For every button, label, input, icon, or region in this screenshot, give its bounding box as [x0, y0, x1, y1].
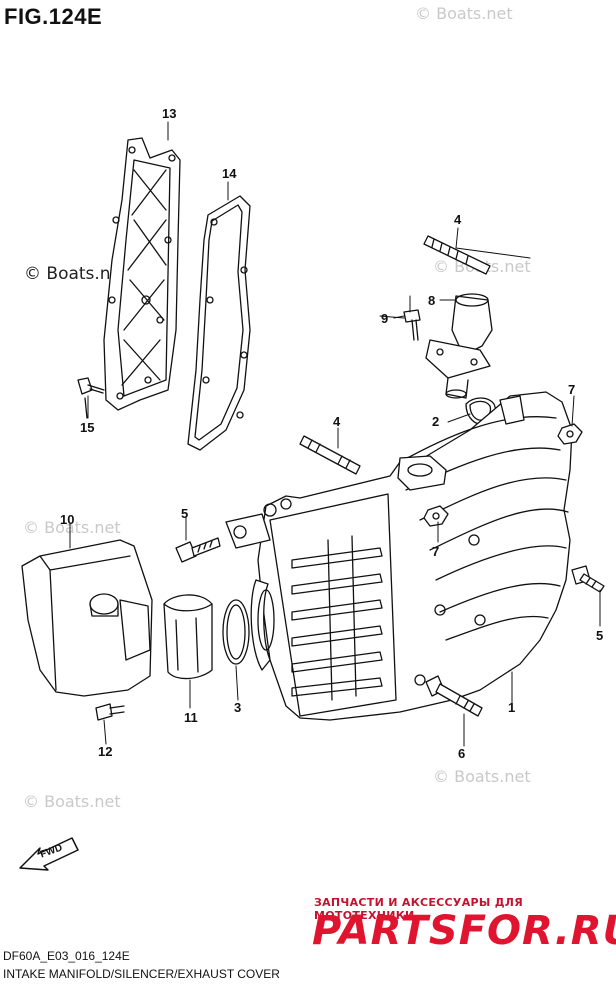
leader-lines: [70, 122, 600, 746]
watermark: © Boats.net: [23, 792, 121, 811]
watermark: © Boats.net: [415, 4, 513, 23]
callout-8: 8: [428, 293, 436, 308]
callout-4-lower: 4: [333, 414, 341, 429]
callout-14: 14: [222, 166, 237, 181]
callout-5-right: 5: [596, 628, 604, 643]
fwd-arrow-icon: [20, 838, 78, 870]
figure-description: INTAKE MANIFOLD/SILENCER/EXHAUST COVER: [3, 967, 280, 981]
nut-7-lower: [424, 506, 448, 526]
shop-tagline: ЗАПЧАСТИ И АКСЕССУАРЫ ДЛЯ МОТОТЕХНИКИ: [314, 896, 524, 922]
watermark-primary: © Boats.net: [24, 264, 128, 284]
callout-11: 11: [184, 710, 198, 725]
watermark: © Boats.net: [433, 767, 531, 786]
gasket-ring-3: [223, 600, 249, 664]
stud-4-lower: [300, 436, 360, 474]
exhaust-cover-gasket: [188, 196, 250, 450]
intake-manifold: [226, 392, 572, 720]
bolt-5-right: [572, 566, 604, 592]
nut-7-upper: [558, 424, 582, 444]
callout-13: 13: [162, 106, 177, 121]
screw-9: [404, 310, 420, 340]
callout-1: 1: [508, 700, 516, 715]
callout-6: 6: [458, 746, 466, 761]
callout-7-lower: 7: [432, 544, 440, 559]
clamp-sleeve-11: [164, 595, 212, 679]
callout-10: 10: [60, 512, 75, 527]
figure-code: DF60A_E03_016_124E: [3, 949, 130, 963]
stud-4-upper: [424, 236, 490, 274]
watermark: © Boats.net: [23, 518, 121, 537]
callout-9: 9: [381, 311, 389, 326]
callout-7-upper: 7: [568, 382, 576, 397]
bolt-6: [426, 676, 482, 716]
callout-2: 2: [432, 414, 440, 429]
callout-4-upper: 4: [454, 212, 462, 227]
bolt-5-left: [176, 538, 220, 562]
bolt-15: [78, 378, 104, 418]
callout-15: 15: [80, 420, 95, 435]
callout-3: 3: [234, 700, 242, 715]
shop-brand-logo: PARTSFOR.RU: [312, 908, 616, 954]
throttle-sensor: [426, 294, 492, 398]
figure-title: FIG.124E: [4, 4, 103, 29]
screw-12: [96, 704, 124, 720]
callout-12: 12: [98, 744, 113, 759]
callout-5-left: 5: [181, 506, 189, 521]
silencer-10: [22, 540, 152, 696]
exhaust-cover-plate: [104, 138, 180, 410]
